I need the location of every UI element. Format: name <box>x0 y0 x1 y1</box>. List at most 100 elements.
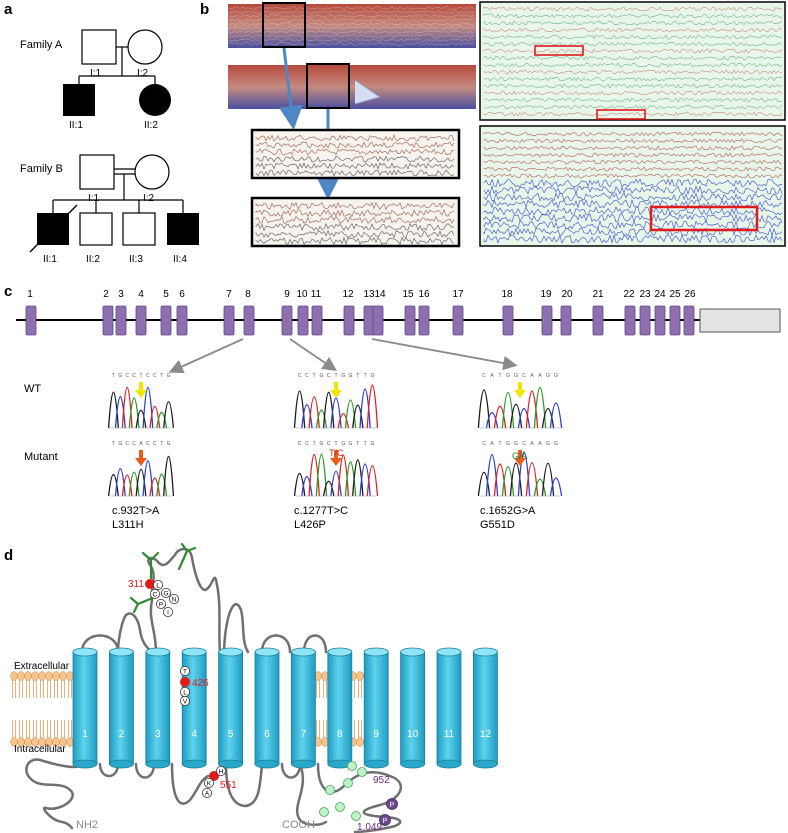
helix-7: 7 <box>290 647 316 769</box>
family-a-father <box>81 29 117 65</box>
helix-label: 6 <box>264 729 270 740</box>
helix-3: 3 <box>145 647 171 769</box>
phospho-site-green <box>351 811 361 821</box>
lipid-head <box>10 671 18 681</box>
exon-label-21: 21 <box>592 289 604 300</box>
extracellular-label: Extracellular <box>14 661 70 672</box>
exon-15 <box>404 305 416 336</box>
trace-peak <box>156 411 168 429</box>
panel-label-d: d <box>4 547 13 564</box>
trace-peak <box>293 390 306 429</box>
trace-peak <box>107 473 119 497</box>
exon-21 <box>592 305 604 336</box>
exon-22 <box>624 305 636 336</box>
site-label-1049: 1,049 <box>357 822 382 833</box>
residue-bubble <box>162 607 173 618</box>
base-call: T <box>313 373 316 379</box>
residue-bubble <box>179 696 190 707</box>
variant-position-arrow <box>514 382 526 398</box>
base-call: G <box>167 373 171 379</box>
base-call: G <box>341 373 345 379</box>
family-b-mother <box>134 154 170 190</box>
trace-peak <box>501 391 515 429</box>
base-call: G <box>546 441 550 447</box>
base-call: G <box>320 441 324 447</box>
family-b-son-2 <box>79 212 113 246</box>
base-call: C <box>153 441 157 447</box>
variant-3-protein: G551D <box>480 519 515 531</box>
trace-peak <box>128 471 140 497</box>
helix-12: 12 <box>472 647 498 769</box>
exon-9 <box>281 305 293 336</box>
lipid-head <box>52 671 60 681</box>
base-call: T <box>356 441 359 447</box>
helix-1: 1 <box>72 647 98 769</box>
variant-1-protein: L311H <box>112 519 144 531</box>
exon-8 <box>243 305 255 336</box>
trace-peak <box>322 480 335 497</box>
trace-peak <box>352 459 364 497</box>
lipid-head <box>356 671 364 681</box>
lipid-head <box>38 671 46 681</box>
trace-peak <box>121 387 133 429</box>
trace-peak <box>477 471 491 497</box>
base-call: C <box>305 441 309 447</box>
base-call: C <box>298 441 302 447</box>
family-b-id-ii4: II:4 <box>173 254 187 265</box>
trace-peak <box>485 454 499 497</box>
helix-8: 8 <box>327 647 353 769</box>
base-call: C <box>482 441 486 447</box>
base-call: G <box>118 441 122 447</box>
family-a-id-ii1: II:1 <box>69 120 83 131</box>
phospho-letter: P <box>383 818 388 825</box>
base-call: G <box>554 441 558 447</box>
helix-label: 2 <box>119 729 125 740</box>
variant-3-base-label: G/A <box>512 451 528 461</box>
exon-25 <box>669 305 681 336</box>
row-label-wt: WT <box>24 383 41 395</box>
base-call: G <box>167 441 171 447</box>
exon-label-22: 22 <box>623 289 635 300</box>
phospho-site-green <box>325 785 335 795</box>
lipid-head <box>66 671 74 681</box>
trace-peak <box>359 388 371 429</box>
exon-label-11: 11 <box>311 289 322 300</box>
trace-peak <box>293 472 306 497</box>
eeg-trace-overview-2 <box>228 63 476 109</box>
site-label-952: 952 <box>373 775 390 786</box>
base-call: C <box>132 441 136 447</box>
exon-3 <box>115 305 127 336</box>
base-call: C <box>327 373 331 379</box>
trace-peak <box>549 402 563 429</box>
panel-label-a: a <box>4 1 13 18</box>
lipid-head <box>59 671 67 681</box>
family-b-son-3 <box>122 212 156 246</box>
eeg-zoom-detail-2 <box>250 196 461 248</box>
trace-peak <box>366 384 379 429</box>
variant-position-arrow <box>135 382 147 398</box>
trace-peak <box>114 396 126 429</box>
row-label-mutant: Mutant <box>24 451 58 463</box>
helix-9: 9 <box>363 647 389 769</box>
residue-letter: V <box>183 699 188 706</box>
trace-peak <box>509 403 523 429</box>
eeg-zoom-detail-1 <box>250 128 461 180</box>
family-a-id-ii2: II:2 <box>144 120 158 131</box>
lipid-head <box>31 671 39 681</box>
helix-10: 10 <box>400 647 426 769</box>
variant-2-base-label: T/C <box>329 448 344 458</box>
family-a-title: Family A <box>20 39 63 51</box>
exon-20 <box>560 305 572 336</box>
residue-bubble <box>168 594 179 605</box>
trace-peak <box>517 408 531 429</box>
lipid-head <box>321 671 329 681</box>
eeg-highlight-1 <box>534 45 584 56</box>
mutation-label-551: 551 <box>220 780 237 791</box>
base-call: A <box>530 373 534 379</box>
base-call: T <box>356 373 359 379</box>
trace-peak <box>149 477 161 497</box>
base-call: G <box>349 373 353 379</box>
family-b-affected-son-4 <box>167 213 199 245</box>
trace-peak <box>301 476 313 497</box>
